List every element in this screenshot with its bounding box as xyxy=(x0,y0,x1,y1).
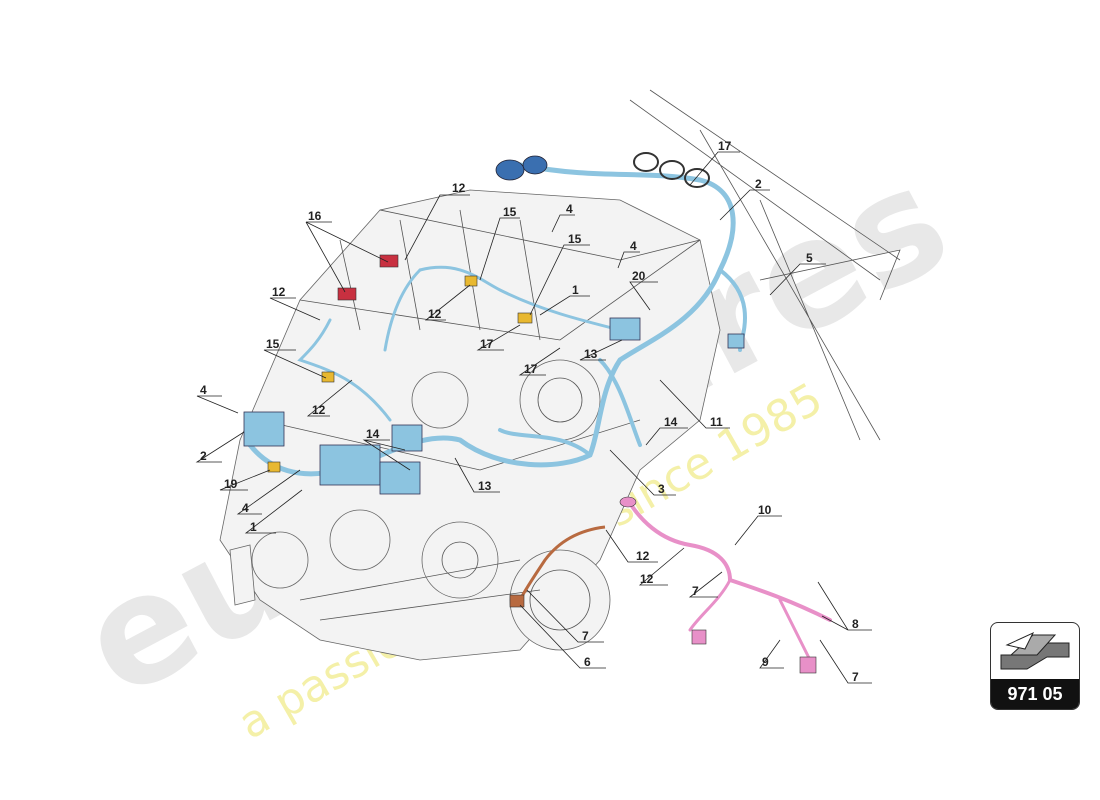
callout-3: 3 xyxy=(658,482,665,496)
grommet-icon xyxy=(495,159,525,181)
callout-12: 12 xyxy=(272,285,286,299)
callout-10: 10 xyxy=(758,503,772,517)
callout-5: 5 xyxy=(806,251,813,265)
callout-12: 12 xyxy=(640,572,654,586)
leader-lines xyxy=(195,151,872,684)
callout-13: 13 xyxy=(584,347,598,361)
callout-7: 7 xyxy=(852,670,859,684)
callout-2: 2 xyxy=(755,177,762,191)
callout-2: 2 xyxy=(200,449,207,463)
callout-14: 14 xyxy=(664,415,678,429)
callout-20: 20 xyxy=(632,269,646,283)
callout-7: 7 xyxy=(692,584,699,598)
ring-icon xyxy=(633,152,659,172)
arrow-icon xyxy=(1000,631,1070,670)
callout-11: 11 xyxy=(710,415,723,429)
callout-8: 8 xyxy=(852,617,859,631)
callout-12: 12 xyxy=(428,307,442,321)
callout-17: 17 xyxy=(718,139,732,153)
reference-box: 971 05 xyxy=(990,622,1080,710)
engine-drawing xyxy=(219,89,901,661)
callout-numbers: 17 2 12 15 4 16 15 4 5 1 20 12 12 15 17 … xyxy=(200,139,859,684)
callout-1: 1 xyxy=(250,520,257,534)
callout-16: 16 xyxy=(308,209,322,223)
callout-15: 15 xyxy=(568,232,582,246)
callout-13: 13 xyxy=(478,479,492,493)
callout-7: 7 xyxy=(582,629,589,643)
reference-code: 971 05 xyxy=(991,679,1079,709)
connector-15-icon xyxy=(464,275,478,287)
callout-14: 14 xyxy=(366,427,380,441)
callout-12: 12 xyxy=(636,549,650,563)
callout-12: 12 xyxy=(452,181,466,195)
callout-19: 19 xyxy=(224,477,238,491)
coil-pack-left-icon xyxy=(243,411,285,447)
callout-17: 17 xyxy=(524,362,538,376)
callout-17: 17 xyxy=(480,337,494,351)
callout-4: 4 xyxy=(630,239,637,253)
callout-1: 1 xyxy=(572,283,579,297)
callout-12: 12 xyxy=(312,403,326,417)
pink-harness xyxy=(626,498,832,662)
callout-15: 15 xyxy=(266,337,280,351)
sensor-16-icon xyxy=(379,254,399,268)
orange-sensor-cable xyxy=(518,525,606,601)
callout-4: 4 xyxy=(566,202,573,216)
callout-9: 9 xyxy=(762,655,769,669)
components xyxy=(243,152,817,674)
callout-6: 6 xyxy=(584,655,591,669)
callout-4: 4 xyxy=(242,501,249,515)
callout-15: 15 xyxy=(503,205,517,219)
callout-4: 4 xyxy=(200,383,207,397)
